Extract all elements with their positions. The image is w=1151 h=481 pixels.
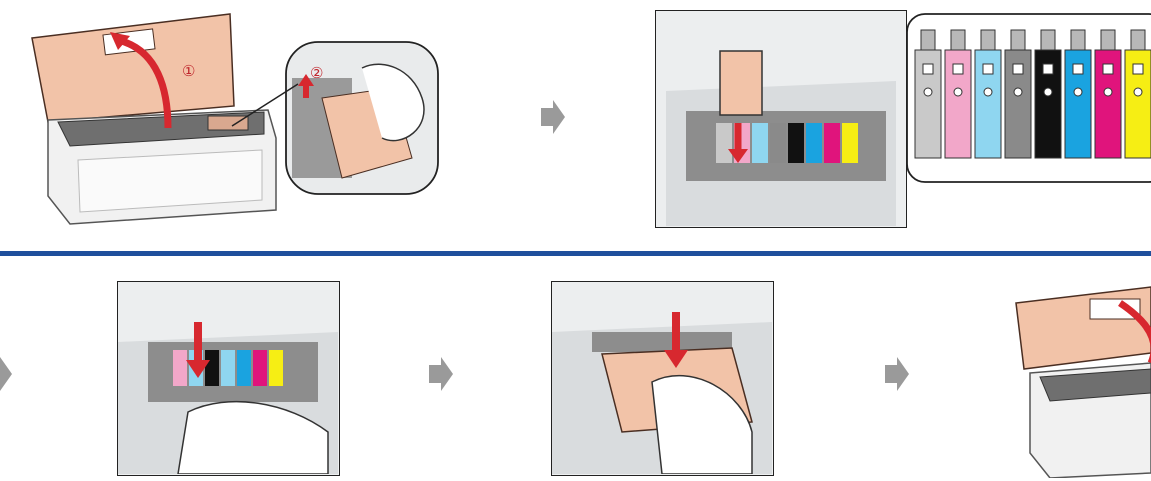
- callout-line: [230, 80, 300, 130]
- step-lift-cover-inset: ②: [282, 38, 442, 198]
- insert-cartridge-illustration: [655, 10, 907, 228]
- next-step-arrow-icon: [429, 357, 453, 391]
- continue-arrow-icon: [0, 357, 12, 391]
- press-cartridge-illustration: [117, 281, 340, 476]
- next-step-arrow-icon: [885, 357, 909, 391]
- close-cartridge-cover-illustration: [551, 281, 774, 476]
- step-1-number: ①: [182, 63, 195, 80]
- step-2-number: ②: [310, 65, 323, 82]
- close-printer-cover-illustration: [1010, 283, 1151, 478]
- next-step-arrow-icon: [541, 100, 565, 134]
- section-divider: [0, 251, 1151, 256]
- cartridge-color-lineup: [905, 12, 1151, 184]
